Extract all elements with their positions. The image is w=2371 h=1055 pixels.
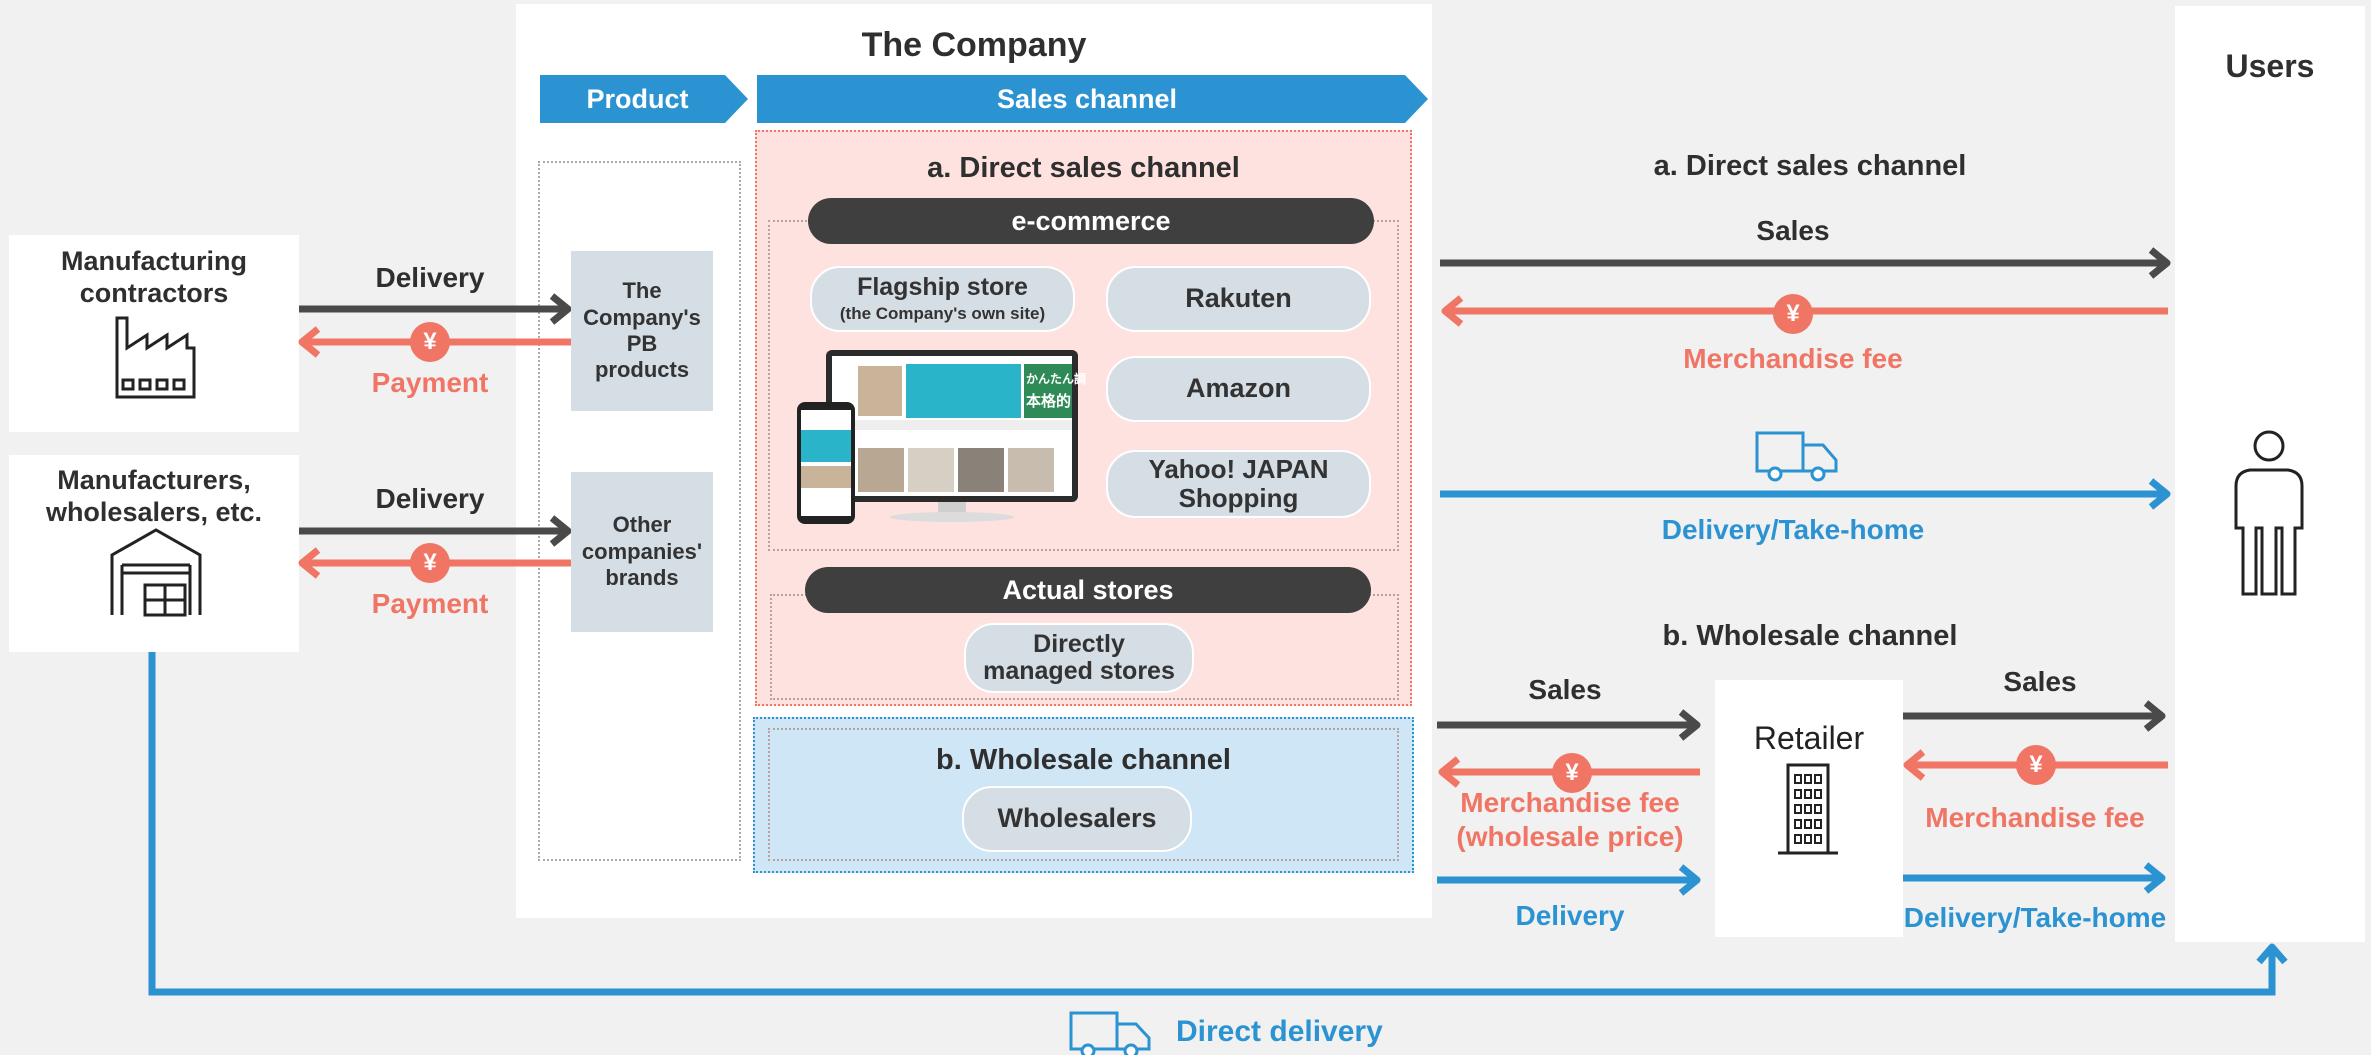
product-header: Product	[586, 84, 689, 114]
product-frame	[538, 161, 741, 861]
direct-sales-title: a. Direct sales channel	[927, 152, 1240, 184]
truck-icon	[1755, 431, 1838, 482]
warehouse-icon	[110, 528, 202, 617]
wholesale-merch-fee-line1: Merchandise fee	[1460, 787, 1680, 818]
other-line1: Other	[612, 512, 672, 538]
yahoo-label-line1: Yahoo! JAPAN	[1148, 454, 1329, 485]
wholesale-sales-label: Sales	[1528, 674, 1602, 705]
other-brands-box: Other companies' brands	[571, 472, 713, 632]
manufacturers-box	[9, 455, 299, 652]
wholesale-delivery-label: Delivery	[1515, 900, 1625, 931]
yahoo-label-line2: Shopping	[1178, 483, 1299, 513]
person-icon	[2234, 430, 2304, 596]
payment-label-1: Payment	[371, 367, 489, 398]
pb-line1: The	[622, 278, 662, 304]
other-line3: brands	[605, 565, 679, 591]
yahoo-shopping-store[interactable]: Yahoo! JAPAN Shopping	[1106, 450, 1371, 518]
building-icon	[1778, 763, 1838, 855]
pb-line2: Company's	[583, 304, 701, 330]
rakuten-store[interactable]: Rakuten	[1106, 266, 1371, 332]
contractors-line1: Manufacturing	[61, 246, 247, 276]
direct-delivery-truck-icon	[1069, 1011, 1151, 1055]
users-panel	[2175, 6, 2365, 942]
ecommerce-site-illustration	[797, 350, 1078, 524]
delivery-label-1: Delivery	[375, 262, 485, 293]
direct-merch-fee-label: Merchandise fee	[1683, 343, 1903, 374]
sales-channel-header: Sales channel	[996, 84, 1178, 114]
other-line2: companies'	[581, 538, 703, 564]
retailer-box	[1715, 680, 1903, 937]
pb-line3: PB	[626, 331, 658, 356]
wholesale-inner-dotted	[768, 728, 1399, 861]
manufacturers-line1: Manufacturers,	[57, 465, 251, 495]
direct-stores-line1: Directly	[1033, 629, 1125, 658]
wholesale-merch-fee-line2: (wholesale price)	[1456, 820, 1684, 852]
retailer-delivery-takehome-label: Delivery/Take-home	[1903, 902, 2167, 933]
product-header-shape	[540, 75, 748, 123]
flagship-store[interactable]: Flagship store (the Company's own site)	[810, 266, 1075, 332]
sales-channel-header-shape	[757, 75, 1428, 123]
yen-icon: ¥	[2029, 751, 2043, 778]
right-wholesale-title: b. Wholesale channel	[1662, 620, 1958, 652]
direct-delivery-takehome-label: Delivery/Take-home	[1661, 514, 1925, 545]
retailer-merch-fee-label: Merchandise fee	[1925, 802, 2145, 833]
direct-stores-line2: managed stores	[983, 657, 1175, 685]
manufacturers-line2: wholesalers, etc.	[45, 497, 263, 528]
retailer-sales-label: Sales	[2003, 666, 2077, 697]
pb-products-box: The Company's PB products	[571, 251, 713, 411]
wholesale-merch-fee-label: Merchandise fee (wholesale price)	[1420, 786, 1720, 853]
direct-sales-label: Sales	[1756, 215, 1830, 246]
factory-icon	[115, 316, 196, 399]
screen-text-2: 本格的	[1026, 393, 1072, 410]
ecommerce-label: e-commerce	[808, 198, 1374, 244]
wholesalers[interactable]: Wholesalers	[962, 786, 1192, 852]
flagship-store-label: Flagship store	[857, 273, 1028, 302]
rakuten-label: Rakuten	[1185, 283, 1292, 314]
yen-icon: ¥	[423, 328, 437, 355]
manufacturers-label: Manufacturers, wholesalers, etc.	[9, 464, 299, 529]
directly-managed-stores[interactable]: Directly managed stores	[964, 623, 1194, 693]
wholesalers-label: Wholesalers	[997, 803, 1157, 834]
screen-text-1: かんたん調	[1026, 372, 1087, 386]
users-title: Users	[2225, 48, 2315, 84]
wholesale-title: b. Wholesale channel	[936, 744, 1231, 776]
flagship-store-sublabel: (the Company's own site)	[839, 303, 1046, 323]
yen-icon: ¥	[1786, 300, 1800, 327]
contractors-line2: contractors	[79, 278, 229, 309]
company-title: The Company	[861, 26, 1087, 64]
direct-delivery-label: Direct delivery	[1176, 1015, 1383, 1048]
payment-label-2: Payment	[371, 588, 489, 619]
pb-line4: products	[594, 357, 690, 383]
amazon-label: Amazon	[1185, 373, 1291, 404]
actual-stores-label: Actual stores	[805, 567, 1371, 613]
retailer-label: Retailer	[1753, 720, 1865, 756]
right-direct-title: a. Direct sales channel	[1653, 150, 1967, 182]
yen-icon: ¥	[1565, 759, 1579, 786]
yen-circles	[410, 294, 2056, 793]
contractors-label: Manufacturing contractors	[9, 245, 299, 310]
delivery-label-2: Delivery	[375, 483, 485, 514]
yen-icon: ¥	[423, 549, 437, 576]
amazon-store[interactable]: Amazon	[1106, 356, 1371, 422]
contractors-box	[9, 235, 299, 432]
